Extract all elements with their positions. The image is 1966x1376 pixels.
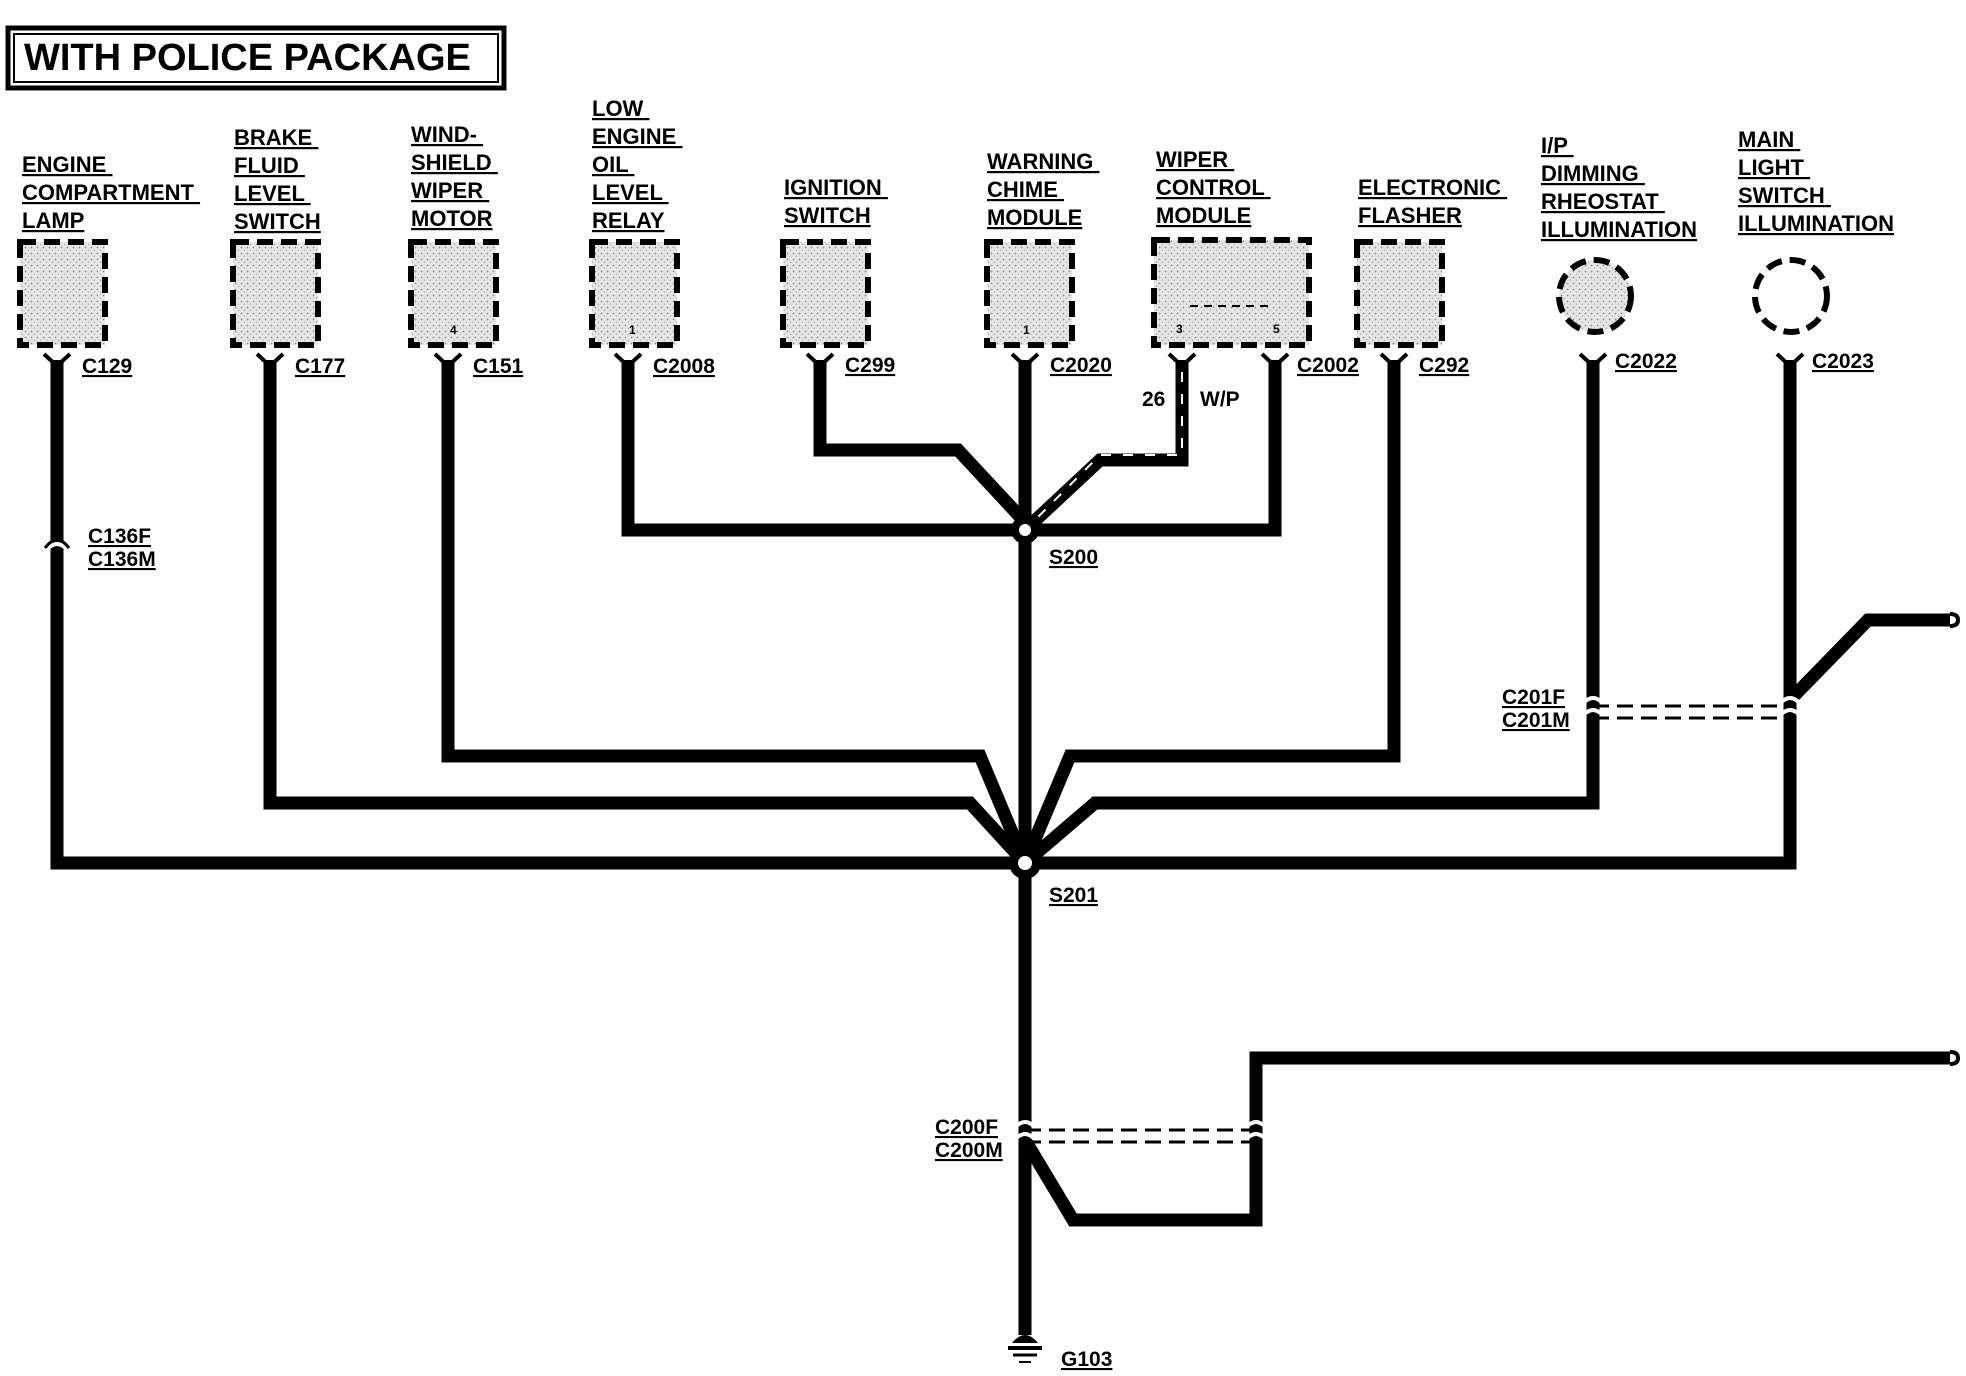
wires [50,360,1950,1335]
connector-tick [433,352,463,369]
splices [1009,516,1041,879]
wire-c2002-pin5 [1025,360,1282,537]
engine-compartment-lamp-box [17,239,108,348]
connector-tick [1578,352,1608,369]
connector-tick [42,352,72,369]
inline-connector-c201m: C201M [1502,709,1570,732]
connector-tick [613,352,643,369]
connector-tick [255,352,285,369]
connector-tick [1775,352,1805,369]
wire-continuation-ends [1949,612,1961,1066]
brake-fluid-level-switch-label: BRAKE FLUID LEVEL SWITCH [234,125,321,234]
connector-label-c2002: C2002 [1297,354,1359,377]
low-engine-oil-level-relay-label: LOW ENGINE OIL LEVEL RELAY [592,96,682,233]
wiper-control-module-box [1151,237,1312,348]
wire-c2023 [1025,360,1797,870]
ground-label-g103: G103 [1061,1348,1112,1371]
engine-compartment-lamp-label: ENGINE COMPARTMENT LAMP [22,152,200,233]
pin-number: 5 [1273,322,1280,336]
connector-label-c177: C177 [295,355,345,378]
warning-chime-module-label: WARNING CHIME MODULE [987,149,1099,230]
connector-label-c129: C129 [82,355,132,378]
connector-tick [1379,352,1409,369]
wire-circuit-number: 26 [1142,388,1165,411]
ip-dimming-rheostat-illumination-label: I/P DIMMING RHEOSTAT ILLUMINATION [1541,133,1697,242]
wire-color-code: W/P [1200,388,1240,411]
ground-symbol [1008,1335,1042,1363]
splice-label-s201: S201 [1049,884,1098,907]
pin-number: 4 [450,323,457,337]
wire-c151 [441,360,1031,866]
pin-number: 3 [1176,322,1183,336]
wire-c299 [813,360,1030,527]
pin-number: 1 [629,323,636,337]
main-light-switch-lamp [1752,257,1830,335]
connector-tick [1260,352,1290,369]
inline-connector-markers [43,538,1804,1144]
wire-c292 [1019,360,1401,866]
ignition-switch-box [780,239,871,348]
connector-label-c151: C151 [473,355,524,378]
electronic-flasher-label: ELECTRONIC FLASHER [1358,175,1507,228]
low-engine-oil-level-relay-box [589,239,680,348]
connector-ticks [42,352,1805,369]
connector-label-c292: C292 [1419,354,1469,377]
connector-labels: C129 C177 C151 C2008 C299 C2020 C2002 C2… [82,350,1874,1371]
wire-c177 [263,360,1030,868]
inline-connector-c201f: C201F [1502,686,1565,709]
inline-connector-c136m: C136M [88,548,156,571]
inline-connector-c136f: C136F [88,525,151,548]
connector-tick [1010,352,1040,369]
warning-chime-module-box [984,239,1075,348]
windshield-wiper-motor-label: WIND- SHIELD WIPER MOTOR [411,122,498,231]
windshield-wiper-motor-box [408,239,499,348]
ignition-switch-label: IGNITION SWITCH [784,175,888,228]
brake-fluid-level-switch-box [230,239,321,348]
wiper-control-module-label: WIPER CONTROL MODULE [1156,147,1271,228]
inline-connector-c200m: C200M [935,1139,1003,1162]
diagram-title: WITH POLICE PACKAGE [24,37,471,79]
electronic-flasher-box [1354,239,1445,348]
component-boxes [17,237,1830,348]
pin-number: 1 [1023,323,1030,337]
wire-c2008 [621,360,1025,537]
main-light-switch-illumination-label: MAIN LIGHT SWITCH ILLUMINATION [1738,127,1894,236]
connector-label-c2008: C2008 [653,355,715,378]
component-labels: ENGINE COMPARTMENT LAMP BRAKE FLUID LEVE… [22,96,1894,242]
inline-connector-c200f: C200F [935,1116,998,1139]
ip-dimming-rheostat-lamp [1556,257,1634,335]
connector-tick [1167,352,1197,369]
wire-c200-loop [1019,1051,1950,1227]
pin-numbers: 4 1 1 3 5 [450,322,1280,337]
connector-label-c2022: C2022 [1615,350,1677,373]
wire-c129 [50,360,1025,870]
connector-label-c2023: C2023 [1812,350,1874,373]
splice-label-s200: S200 [1049,546,1098,569]
connector-label-c2020: C2020 [1050,354,1112,377]
connector-label-c299: C299 [845,354,895,377]
connector-tick [805,352,835,369]
wire-c2022 [1020,360,1600,868]
connector-body-lines [1025,305,1790,1144]
wire-right-branch-upper [1785,613,1950,705]
wire-c2002-pin3 [1020,360,1189,535]
title-box: WITH POLICE PACKAGE [5,25,507,91]
